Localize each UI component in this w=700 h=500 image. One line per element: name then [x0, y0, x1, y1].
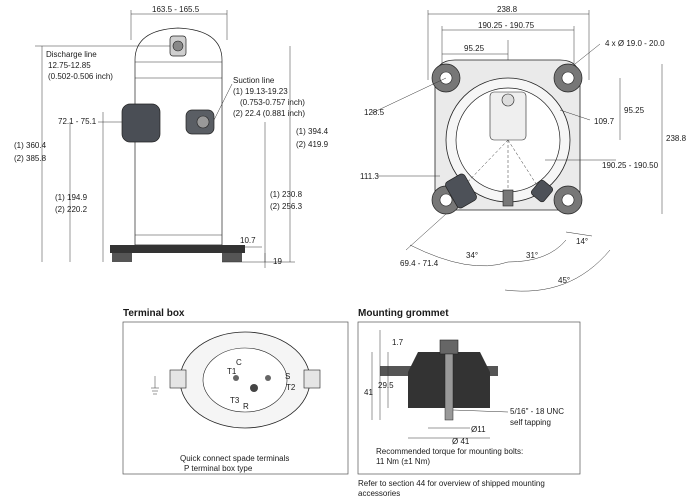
- mount-hole-inner: [561, 193, 575, 207]
- side-port: [121, 103, 161, 143]
- leader-line: [452, 409, 509, 413]
- label-t1: T1: [227, 367, 237, 376]
- terminal-pin: [250, 384, 258, 392]
- dim-line: [371, 77, 447, 114]
- angle-arc: [507, 239, 567, 263]
- dim-17: 1.7: [392, 338, 404, 347]
- holes-label: 4 x Ø 19.0 - 20.0: [605, 39, 665, 48]
- dim-d41: Ø 41: [452, 437, 470, 446]
- height-suction-1: (1) 230.8: [270, 190, 303, 199]
- discharge-dim: 12.75-12.85: [48, 61, 91, 70]
- bolt-shank: [444, 353, 454, 421]
- port-bottom: [502, 189, 514, 207]
- angle-arc: [504, 249, 611, 292]
- mount-hole-inner: [561, 71, 575, 85]
- terminal-box-title: Terminal box: [123, 308, 185, 319]
- foot-right: [222, 253, 242, 262]
- terminal-cap: [501, 93, 515, 107]
- grommet-section: Mounting grommet 1.7 29.5 41 Ø11 Ø 41 5/…: [357, 308, 581, 475]
- tapping-note: self tapping: [510, 418, 551, 427]
- discharge-title: Discharge line: [46, 50, 97, 59]
- mount-hole-inner: [439, 193, 453, 207]
- label-c: C: [236, 358, 242, 367]
- terminal-caption2: P terminal box type: [184, 464, 253, 473]
- height-right-2: (2) 419.9: [296, 140, 329, 149]
- angle-arc: [409, 244, 509, 267]
- foot-offset: 10.7: [240, 236, 256, 245]
- dim-d11: Ø11: [471, 425, 486, 434]
- right-total: 238.8: [666, 134, 687, 143]
- side-port-height: 72.1 - 75.1: [58, 117, 97, 126]
- angle-14: 14°: [576, 237, 588, 246]
- dim-line: [405, 213, 447, 251]
- suction-dim2: (2) 22.4 (0.881 inch): [233, 109, 305, 118]
- foot-height: 19: [273, 257, 282, 266]
- angle-31: 31°: [526, 251, 538, 260]
- top-width-label: 163.5 - 165.5: [152, 5, 200, 14]
- top-half-span: 95.25: [464, 44, 485, 53]
- leader-line: [559, 109, 591, 121]
- left-offset: 111.3: [360, 172, 379, 181]
- top-width-total: 238.8: [497, 5, 518, 14]
- right-radius: 109.7: [594, 117, 615, 126]
- label-t3: T3: [230, 396, 240, 405]
- base-plate: [110, 245, 245, 253]
- terminal-pin: [265, 375, 271, 381]
- angle-34: 34°: [466, 251, 478, 260]
- height-right-1: (1) 394.4: [296, 127, 329, 136]
- footnote-line1: Refer to section 44 for overview of ship…: [358, 479, 545, 488]
- terminal-block: [202, 347, 288, 413]
- suction-dim1: (1) 19.13-19.23: [233, 87, 288, 96]
- angle-45: 45°: [558, 276, 570, 285]
- clip-right: [303, 369, 321, 389]
- discharge-port-hole: [172, 40, 184, 52]
- suction-port-hole: [196, 115, 210, 129]
- top-hole-span: 190.25 - 190.75: [478, 21, 535, 30]
- terminal-pin: [233, 375, 239, 381]
- grommet-frame: [357, 321, 581, 475]
- compressor-body: [134, 27, 223, 246]
- grommet-title: Mounting grommet: [358, 308, 449, 319]
- side-view: 163.5 - 165.5 Discharge line 12.75-12.85…: [14, 5, 329, 268]
- terminal-caption1: Quick connect spade terminals: [180, 454, 289, 463]
- bottom-left-dim: 69.4 - 71.4: [400, 259, 439, 268]
- torque-line1: Recommended torque for mounting bolts:: [376, 447, 523, 456]
- bolt-head: [439, 339, 459, 355]
- discharge-inch: (0.502-0.506 inch): [48, 72, 113, 81]
- top-view: 238.8 190.25 - 190.75 95.25 4: [360, 5, 687, 292]
- ground-icon: [151, 376, 159, 395]
- dim-295: 29.5: [378, 381, 394, 390]
- dim-line: [565, 231, 593, 237]
- height-suction-2: (2) 256.3: [270, 202, 303, 211]
- terminal-box-frame: [122, 321, 349, 475]
- suction-title: Suction line: [233, 76, 275, 85]
- footnote-line2: accessories: [358, 489, 400, 498]
- dim-41h: 41: [364, 388, 373, 397]
- port-right: [530, 179, 554, 203]
- right-half: 95.25: [624, 106, 645, 115]
- height-mid-1: (1) 194.9: [55, 193, 88, 202]
- label-t2: T2: [286, 383, 296, 392]
- port-left: [445, 173, 477, 209]
- suction-inch1: (0.753-0.757 inch): [240, 98, 305, 107]
- height-total-2: (2) 385.8: [14, 154, 47, 163]
- label-r: R: [243, 402, 249, 411]
- thread-spec: 5/16" - 18 UNC: [510, 407, 564, 416]
- foot-left: [112, 253, 132, 262]
- leader-line: [213, 83, 233, 121]
- height-total-1: (1) 360.4: [14, 141, 47, 150]
- label-s: S: [285, 372, 290, 381]
- leader-line: [574, 43, 601, 65]
- left-radius: 128.5: [364, 108, 385, 117]
- terminal-box-section: Terminal box C T1 S T2 T3 R Quick connec…: [122, 308, 349, 475]
- clip-left: [169, 369, 187, 389]
- right-span: 190.25 - 190.50: [602, 161, 659, 170]
- torque-line2: 11 Nm (±1 Nm): [376, 457, 430, 466]
- height-mid-2: (2) 220.2: [55, 205, 88, 214]
